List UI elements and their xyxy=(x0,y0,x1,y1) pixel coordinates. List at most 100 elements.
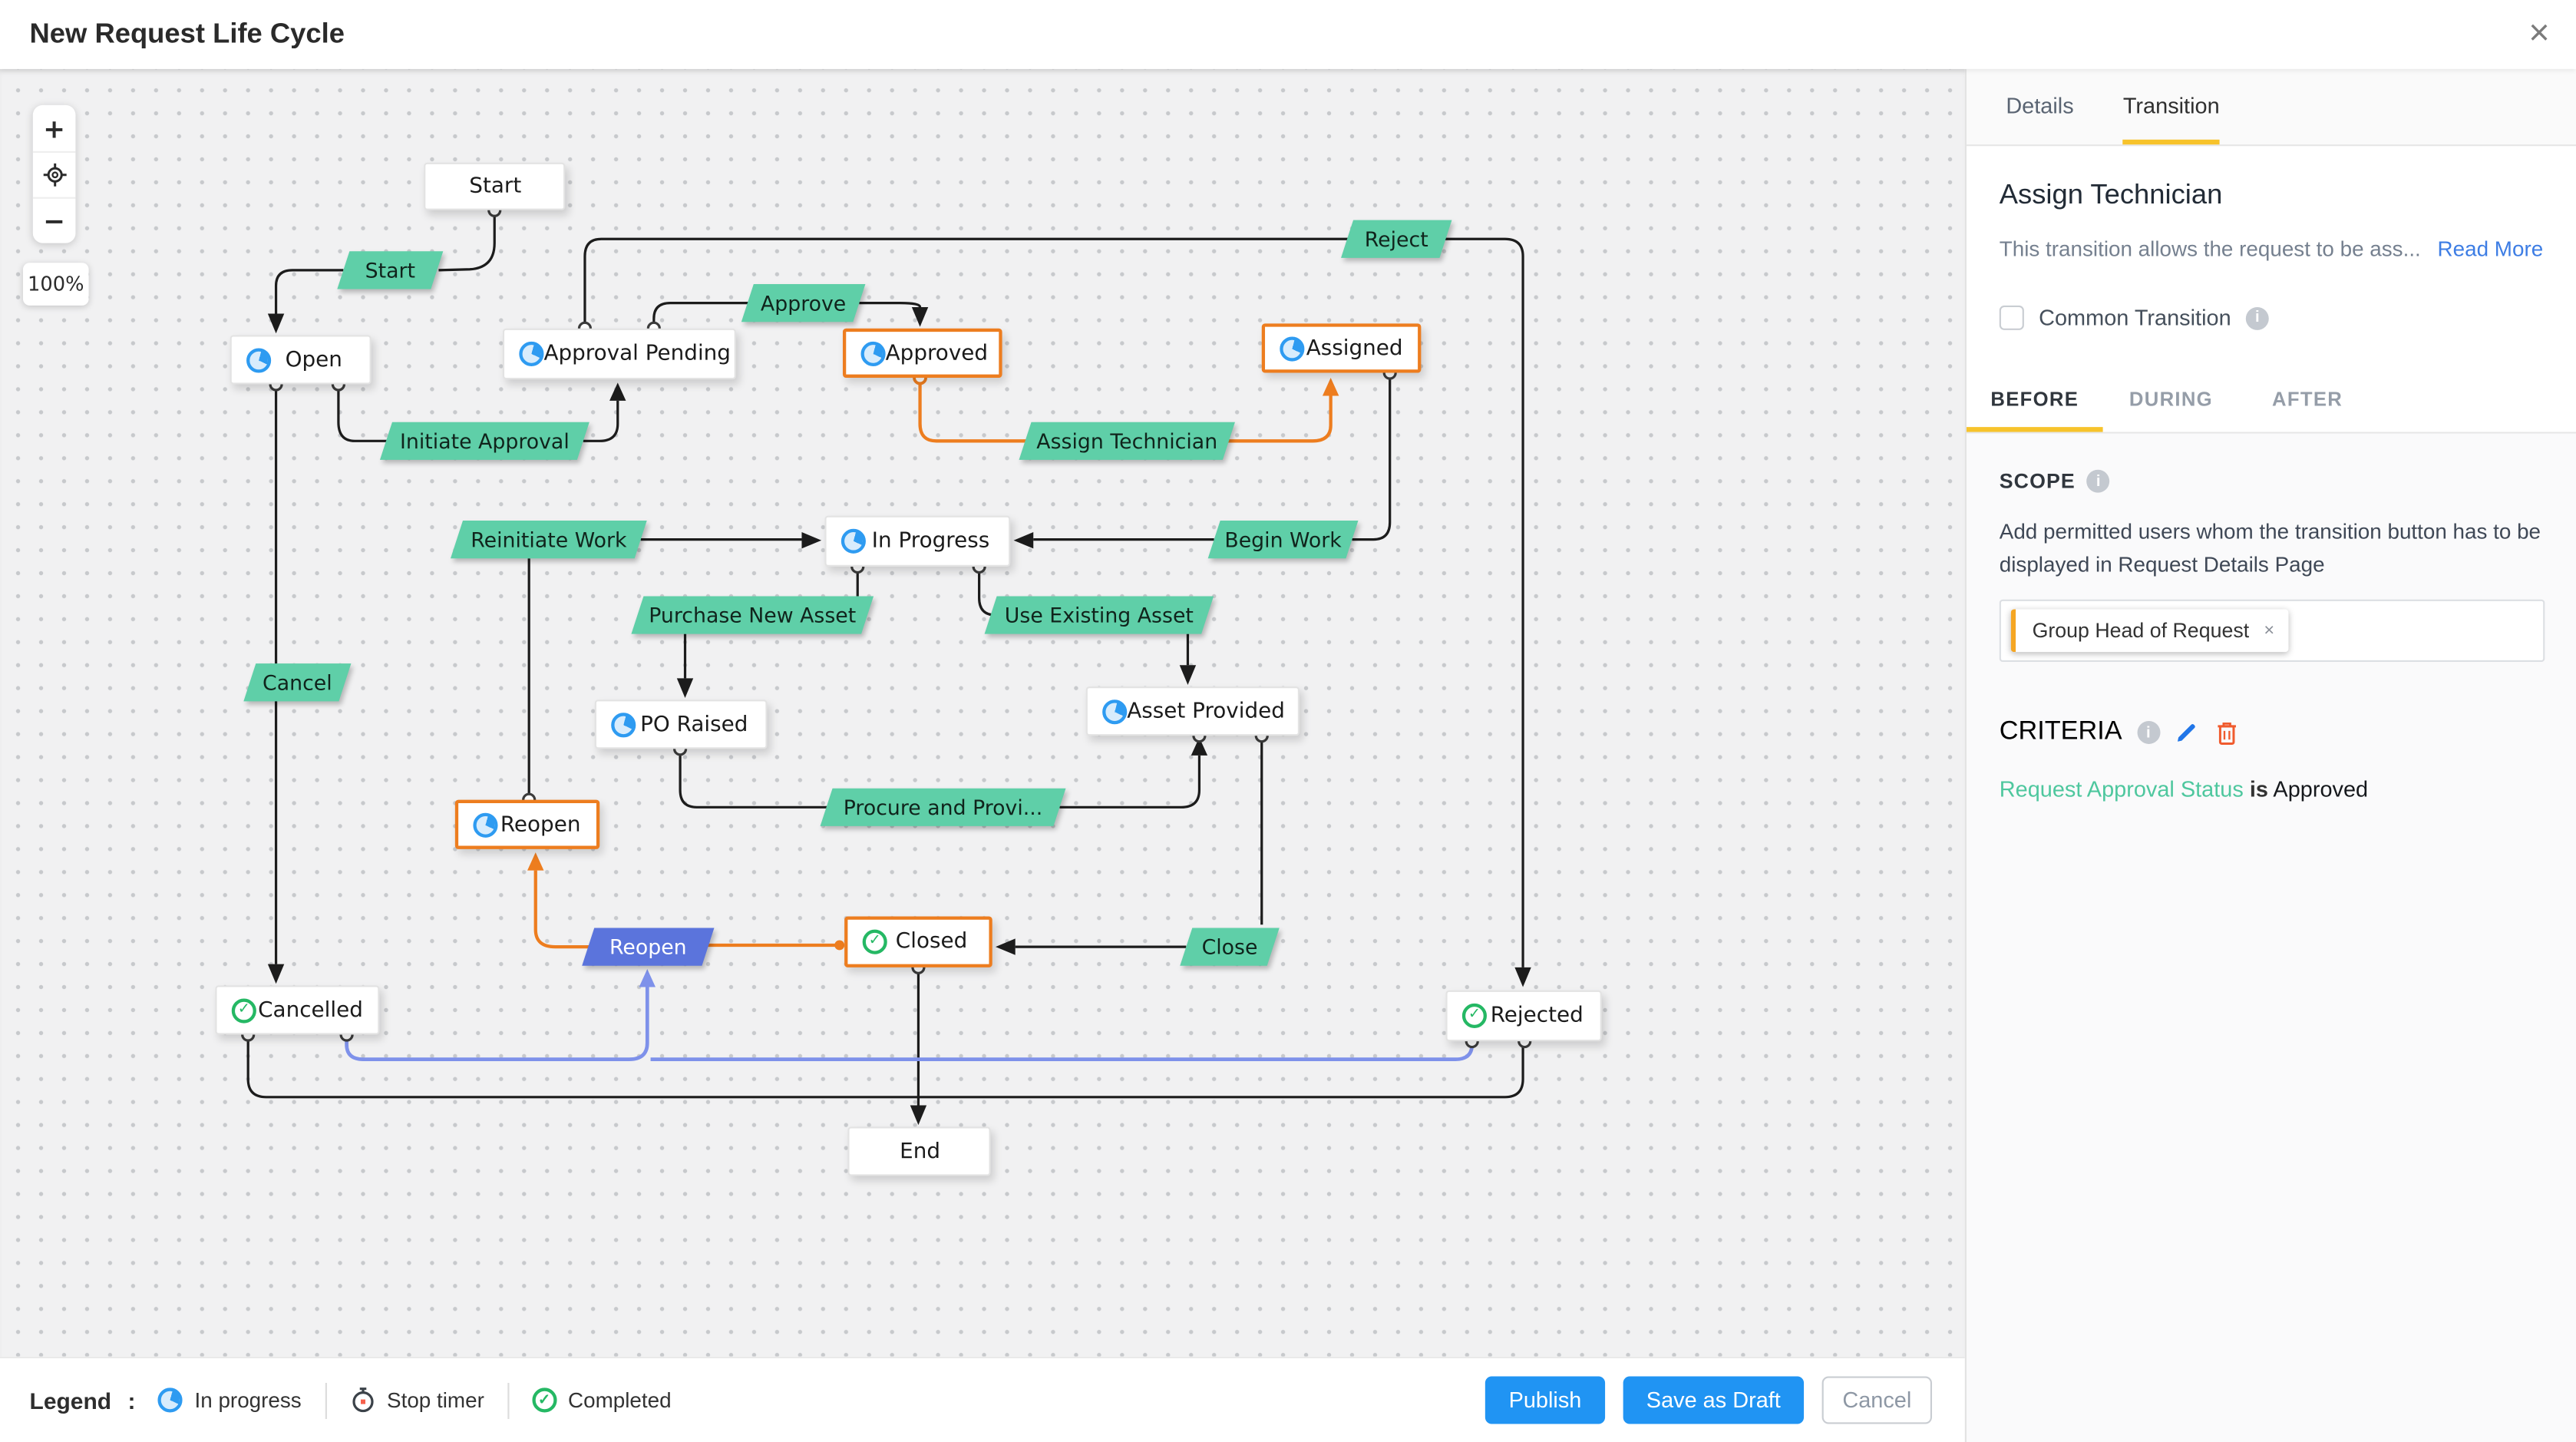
transition-purchase[interactable]: Purchase New Asset xyxy=(631,596,874,634)
edge-tassign-to-assigned xyxy=(1227,395,1333,443)
workflow-canvas[interactable]: + − 100% xyxy=(0,68,1965,1357)
edge-poraised-to-tprocure xyxy=(679,749,828,809)
arrow-into-assetprovided-bottom xyxy=(1191,737,1208,756)
legend-divider xyxy=(507,1381,509,1418)
transition-description: This transition allows the request to be… xyxy=(1999,236,2421,262)
tab-transition[interactable]: Transition xyxy=(2122,69,2220,145)
tab-before[interactable]: BEFORE xyxy=(1966,366,2103,432)
edge-tstart-to-open xyxy=(274,269,344,314)
criteria-expression: Request Approval Status is Approved xyxy=(2000,777,2543,802)
tab-during[interactable]: DURING xyxy=(2129,387,2213,411)
transition-label: Procure and Provi... xyxy=(843,795,1043,820)
state-node-open[interactable]: Open xyxy=(230,335,372,385)
transition-useexisting[interactable]: Use Existing Asset xyxy=(984,596,1214,634)
state-node-approval-pending[interactable]: Approval Pending xyxy=(502,328,736,380)
transition-label: Start xyxy=(365,257,415,283)
state-node-closed[interactable]: ✓Closed xyxy=(844,916,992,967)
transition-reopen[interactable]: Reopen xyxy=(582,928,715,966)
criteria-field[interactable]: Request Approval Status xyxy=(1999,776,2244,802)
transition-assign[interactable]: Assign Technician xyxy=(1019,422,1235,460)
state-node-label: PO Raised xyxy=(640,712,748,737)
zoom-in-button[interactable]: + xyxy=(43,112,65,144)
tab-after[interactable]: AFTER xyxy=(2272,387,2343,411)
edge-rejected-to-treopen xyxy=(650,1041,1475,1061)
common-transition-label: Common Transition xyxy=(2039,305,2231,330)
state-node-label: Open xyxy=(285,347,342,372)
state-node-assigned[interactable]: Assigned xyxy=(1261,323,1422,373)
transition-initiate[interactable]: Initiate Approval xyxy=(379,422,590,460)
info-icon[interactable]: i xyxy=(2086,469,2110,493)
scope-user-chip: Group Head of Request × xyxy=(2010,609,2290,653)
state-node-rejected[interactable]: ✓Rejected xyxy=(1445,990,1602,1042)
transition-cancel[interactable]: Cancel xyxy=(243,663,352,702)
transition-close[interactable]: Close xyxy=(1180,928,1280,966)
legend-label: Legend xyxy=(29,1387,112,1414)
state-node-label: Rejected xyxy=(1490,1003,1584,1028)
criteria-operator: is xyxy=(2249,776,2268,802)
in-progress-icon xyxy=(519,341,544,366)
state-node-cancelled[interactable]: ✓Cancelled xyxy=(215,985,380,1035)
arrow-into-assetprovided-top xyxy=(1179,665,1197,685)
scope-users-input[interactable]: Group Head of Request × xyxy=(1999,599,2545,662)
in-progress-icon xyxy=(860,340,886,365)
fit-view-button[interactable] xyxy=(32,150,76,197)
in-progress-icon xyxy=(1102,699,1128,724)
arrow-into-poraised xyxy=(676,678,694,699)
legend-item-label: Completed xyxy=(568,1387,672,1413)
state-node-label: In Progress xyxy=(871,528,990,554)
info-icon[interactable]: i xyxy=(2136,720,2160,744)
transition-label: Reject xyxy=(1364,227,1428,252)
edge-assigned-to-tbegin xyxy=(1352,372,1392,541)
transition-reinitiate[interactable]: Reinitiate Work xyxy=(451,521,647,559)
transition-begin[interactable]: Begin Work xyxy=(1207,521,1359,559)
transition-label: Initiate Approval xyxy=(399,428,570,454)
zoom-level[interactable]: 100% xyxy=(22,263,89,306)
completed-icon: ✓ xyxy=(1461,1003,1487,1028)
tab-details[interactable]: Details xyxy=(2006,93,2074,119)
state-node-po-raised[interactable]: PO Raised xyxy=(594,700,768,749)
in-progress-icon xyxy=(246,347,272,372)
state-node-approved[interactable]: Approved xyxy=(842,328,1002,378)
delete-criteria-button[interactable] xyxy=(2214,720,2238,745)
edge-tapprove-to-approved xyxy=(859,302,922,308)
state-node-asset-provided[interactable]: Asset Provided xyxy=(1085,686,1300,736)
arrow-into-inprogress-left xyxy=(801,532,822,549)
transition-label: Reinitiate Work xyxy=(471,527,627,552)
common-transition-checkbox[interactable] xyxy=(1999,305,2024,330)
edge-treject-to-rejected xyxy=(1444,237,1524,967)
state-node-end[interactable]: End xyxy=(847,1126,991,1176)
details-panel: Details Transition Assign Technician Thi… xyxy=(1964,68,2576,1442)
criteria-value: Approved xyxy=(2273,776,2369,802)
edit-criteria-button[interactable] xyxy=(2175,720,2199,745)
state-node-reopen-state[interactable]: Reopen xyxy=(454,799,600,849)
save-as-draft-button[interactable]: Save as Draft xyxy=(1623,1376,1805,1424)
state-node-start[interactable]: Start xyxy=(424,162,566,210)
transition-info-section: Assign Technician This transition allows… xyxy=(1966,146,2576,366)
transition-label: Assign Technician xyxy=(1036,428,1218,454)
state-node-label: Approval Pending xyxy=(543,341,732,366)
zoom-out-button[interactable]: − xyxy=(32,197,76,243)
workflow-edges xyxy=(241,203,1532,1126)
transition-label: Approve xyxy=(760,290,847,316)
transition-approve[interactable]: Approve xyxy=(741,284,866,322)
publish-button[interactable]: Publish xyxy=(1485,1376,1606,1424)
transition-start[interactable]: Start xyxy=(337,251,444,289)
state-node-in-progress[interactable]: In Progress xyxy=(824,515,1011,567)
scope-description: Add permitted users whom the transition … xyxy=(1999,518,2541,576)
completed-icon: ✓ xyxy=(231,997,256,1023)
chip-remove-icon[interactable]: × xyxy=(2264,620,2275,641)
in-progress-icon xyxy=(841,528,866,554)
crosshair-icon xyxy=(42,163,66,187)
transition-procure[interactable]: Procure and Provi... xyxy=(820,788,1066,826)
legend-item-stop-timer: Stop timer xyxy=(349,1386,484,1414)
state-node-label: Cancelled xyxy=(258,997,363,1023)
read-more-link[interactable]: Read More xyxy=(2437,236,2544,262)
transition-reject[interactable]: Reject xyxy=(1341,220,1452,258)
cancel-button[interactable]: Cancel xyxy=(1821,1376,1933,1424)
edge-tinitiate-to-approvalpending xyxy=(583,400,619,442)
legend-item-completed: ✓ Completed xyxy=(531,1387,672,1413)
close-icon[interactable]: × xyxy=(2528,11,2550,53)
info-icon[interactable]: i xyxy=(2245,306,2269,329)
transition-label: Reopen xyxy=(609,934,687,960)
